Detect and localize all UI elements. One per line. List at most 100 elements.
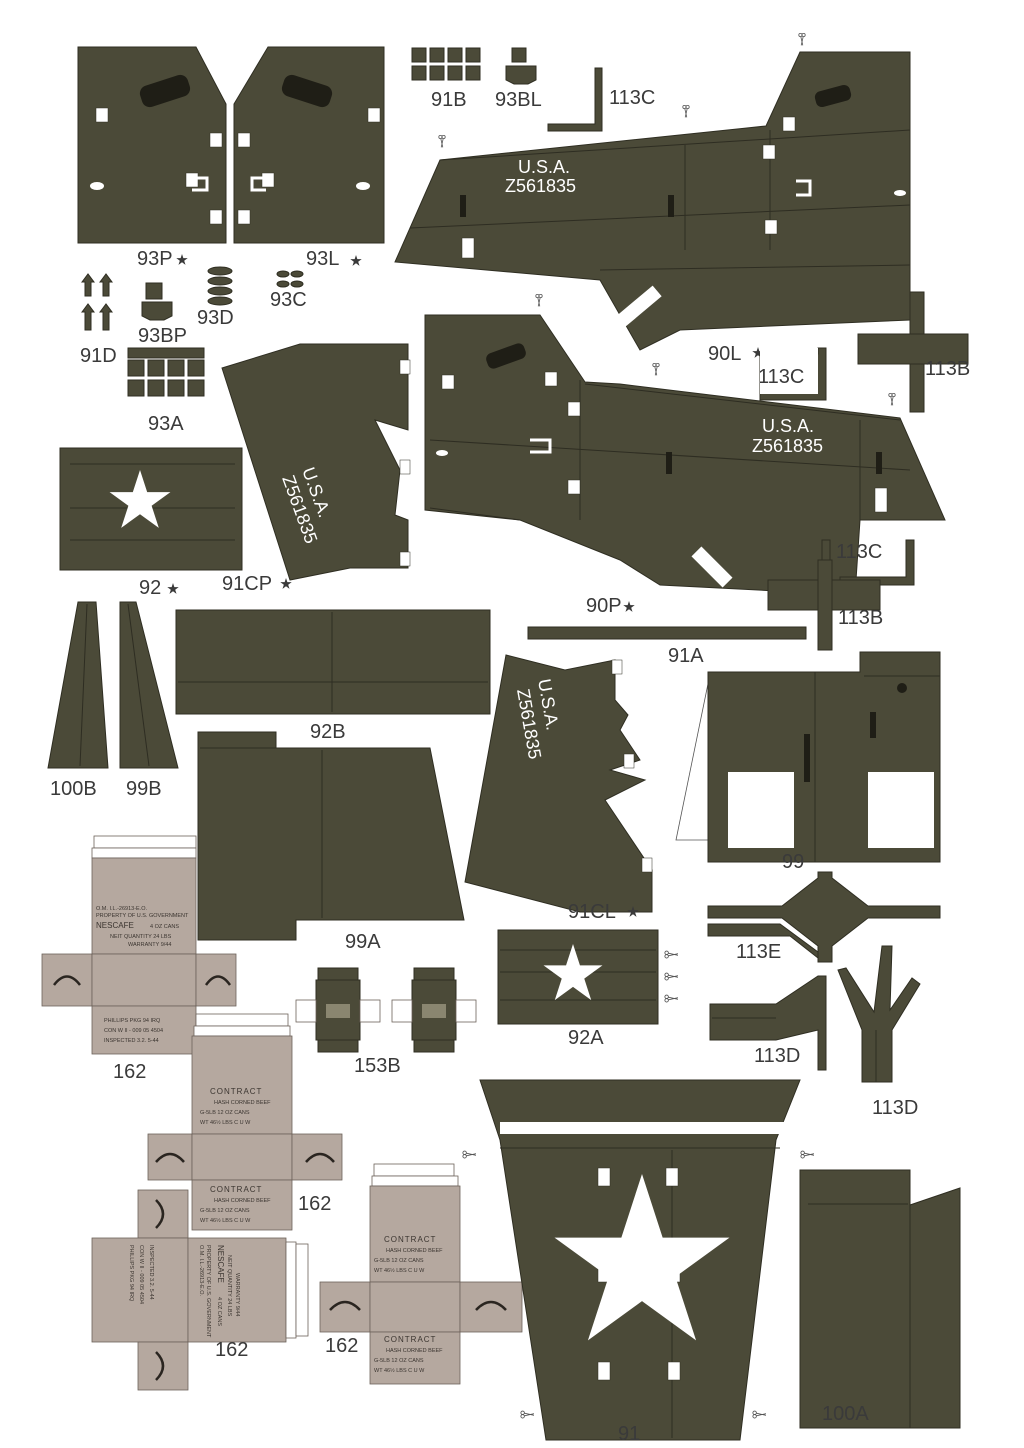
label-91CL: 91CL xyxy=(568,901,616,923)
nescafe-con: CON W II - 009 05 4504 xyxy=(104,1028,163,1034)
scissors-icon xyxy=(664,994,678,1003)
part-93L xyxy=(233,46,385,244)
part-93BL xyxy=(505,47,537,85)
nescafe-warranty: WARRANTY 9/44 xyxy=(128,942,171,948)
nescafe-pkg: PHILLIPS PKG 94 IRQ xyxy=(128,1245,134,1302)
contract-line3: WT 46½ LBS C U W xyxy=(200,1217,251,1224)
carton-contract-d: CONTRACT HASH CORNED BEEF G-5LB 12 OZ CA… xyxy=(319,1163,523,1385)
label-100B: 100B xyxy=(50,778,97,800)
label-93A: 93A xyxy=(148,413,184,435)
contract-line1: HASH CORNED BEEF xyxy=(214,1198,271,1204)
star-icon xyxy=(176,254,188,265)
label-99A: 99A xyxy=(345,931,381,953)
contract-line2: G-5LB 12 OZ CANS xyxy=(200,1208,250,1214)
nescafe-pkg: PHILLIPS PKG 94 IRQ xyxy=(104,1018,161,1024)
label-91CP: 91CP xyxy=(222,573,272,595)
part-99B xyxy=(119,601,179,769)
label-93BP: 93BP xyxy=(138,325,187,347)
part-91CL: U.S.A. Z561835 xyxy=(464,654,653,913)
star-icon xyxy=(350,255,362,266)
part-93C xyxy=(276,270,304,288)
label-113B-a: 113B xyxy=(925,358,970,380)
nescafe-warranty: WARRANTY 9/44 xyxy=(234,1273,240,1316)
nescafe-qty: 4 OZ CANS xyxy=(216,1297,222,1326)
carton-contract-b: CONTRACT HASH CORNED BEEF G-5LB 12 OZ CA… xyxy=(147,1013,343,1231)
label-93C: 93C xyxy=(270,289,307,311)
label-93L: 93L xyxy=(306,248,339,270)
label-93P: 93P xyxy=(137,248,173,270)
nescafe-line2: PROPERTY OF U.S. GOVERNMENT xyxy=(205,1245,211,1338)
part-113B-a xyxy=(857,291,969,413)
part-91CP: U.S.A. Z561835 xyxy=(221,343,411,581)
label-91B: 91B xyxy=(431,89,467,111)
contract-line3: WT 46½ LBS C U W xyxy=(200,1119,251,1126)
stencil-serial: Z561835 xyxy=(752,436,823,456)
label-162-b: 162 xyxy=(298,1193,331,1215)
scissors-icon xyxy=(462,1150,476,1159)
stencil-usa: U.S.A. xyxy=(762,416,814,436)
contract-line1: HASH CORNED BEEF xyxy=(214,1100,271,1106)
contract-line3: WT 46½ LBS C U W xyxy=(374,1367,425,1374)
label-90P: 90P xyxy=(586,595,622,617)
part-113B-b xyxy=(767,559,881,651)
scissors-icon xyxy=(664,950,678,959)
scissors-icon xyxy=(535,293,543,307)
part-90P: U.S.A. Z561835 xyxy=(424,314,946,596)
part-90L: U.S.A. Z561835 xyxy=(394,51,911,351)
part-93BP xyxy=(141,282,173,321)
contract-line2: G-5LB 12 OZ CANS xyxy=(374,1258,424,1264)
part-153B xyxy=(295,967,477,1053)
part-113D-a xyxy=(709,975,827,1071)
part-91B xyxy=(411,47,481,81)
stencil-serial: Z561835 xyxy=(505,176,576,196)
nescafe-line1: O.M. I.L.-26913-E.O. xyxy=(96,906,148,912)
nescafe-brand: NESCAFE xyxy=(96,921,134,930)
contract-title: CONTRACT xyxy=(210,1087,262,1096)
contract-title: CONTRACT xyxy=(210,1185,262,1194)
label-162-a: 162 xyxy=(113,1061,146,1083)
label-92: 92 xyxy=(139,577,161,599)
part-93P xyxy=(77,46,227,244)
scissors-icon xyxy=(652,362,660,376)
stencil-usa: U.S.A. xyxy=(518,157,570,177)
label-91D: 91D xyxy=(80,345,117,367)
contract-line3: WT 46½ LBS C U W xyxy=(374,1267,425,1274)
part-113E xyxy=(707,871,941,963)
contract-line1: HASH CORNED BEEF xyxy=(386,1348,443,1354)
label-99B: 99B xyxy=(126,778,162,800)
part-91 xyxy=(479,1079,801,1441)
part-93A xyxy=(127,347,205,397)
label-113D-b: 113D xyxy=(872,1097,918,1119)
part-113C-a xyxy=(547,67,603,132)
part-92B xyxy=(175,609,491,715)
part-91A xyxy=(527,626,807,640)
nescafe-con: CON W II - 009 05 4504 xyxy=(138,1245,144,1304)
label-113C-a: 113C xyxy=(609,87,655,109)
scissors-icon xyxy=(682,104,690,118)
scissors-icon xyxy=(752,1410,766,1419)
label-92B: 92B xyxy=(310,721,346,743)
scissors-icon xyxy=(520,1410,534,1419)
part-93D xyxy=(207,266,233,306)
scissors-icon xyxy=(438,134,446,148)
part-92A xyxy=(497,929,659,1025)
carton-nescafe-a: O.M. I.L.-26913-E.O. PROPERTY OF U.S. GO… xyxy=(41,835,237,1055)
contract-line2: G-5LB 12 OZ CANS xyxy=(374,1358,424,1364)
label-162-d: 162 xyxy=(325,1335,358,1357)
label-113C-c: 113C xyxy=(836,541,882,563)
label-92A: 92A xyxy=(568,1027,604,1049)
scissors-icon xyxy=(800,1150,814,1159)
label-113C-b: 113C xyxy=(758,366,804,388)
label-113B-b: 113B xyxy=(838,607,883,629)
label-113E: 113E xyxy=(736,941,781,963)
label-93D: 93D xyxy=(197,307,234,329)
label-91A: 91A xyxy=(668,645,704,667)
nescafe-qty: 4 OZ CANS xyxy=(150,924,179,930)
nescafe-inspected: INSPECTED 3.2. 5-44 xyxy=(148,1245,154,1300)
part-100A xyxy=(799,1169,961,1429)
label-100A: 100A xyxy=(822,1403,869,1425)
scissors-icon xyxy=(664,972,678,981)
contract-title: CONTRACT xyxy=(384,1235,436,1244)
label-113D-a: 113D xyxy=(754,1045,800,1067)
carton-nescafe-c: O.M. I.L.-26913-E.O. PROPERTY OF U.S. GO… xyxy=(91,1189,309,1391)
